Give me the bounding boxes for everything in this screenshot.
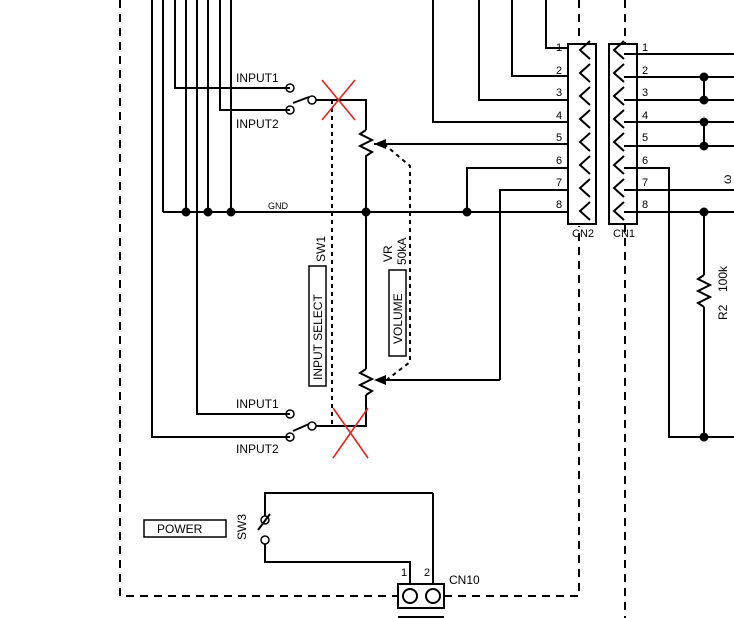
cn1-pin-4: 4 (642, 110, 648, 122)
sw3-power-switch: POWER SW3 (143, 492, 434, 586)
vr-ref-label: VR (381, 245, 395, 262)
sw3-ref-label: SW3 (235, 514, 249, 540)
sw1-ref-label: SW1 (314, 236, 328, 262)
cn2-pin-2: 2 (556, 65, 562, 77)
cn2-pin-5: 5 (556, 132, 562, 144)
sw1-top-input2-label: INPUT2 (236, 117, 279, 131)
sw1-function-label: INPUT SELECT (311, 294, 325, 380)
vr-value-label: 50kA (395, 238, 409, 265)
cn1-pin-6: 6 (642, 155, 648, 167)
sw3-function-label: POWER (157, 522, 203, 536)
cn2-wires (432, 0, 580, 380)
cn2-pin-7: 7 (556, 177, 562, 189)
vr-top-potentiometer (357, 129, 580, 212)
cn2-pin-8: 8 (556, 199, 562, 211)
red-annotation-marks (321, 79, 369, 459)
sw1-top-input1-label: INPUT1 (236, 71, 279, 85)
vr-bottom-potentiometer (357, 212, 500, 396)
cn2-pin-markers (578, 40, 591, 221)
cn2-pin-3: 3 (556, 87, 562, 99)
sw1-top-switch: INPUT1 INPUT2 (236, 71, 367, 131)
sw1-bottom-switch: INPUT1 INPUT2 (236, 395, 367, 456)
cn2-pin-1: 1 (556, 42, 562, 54)
cn1-pin-7: 7 (642, 177, 648, 189)
r2-ref-label: R2 (716, 304, 730, 320)
cn2-pin-4: 4 (556, 110, 562, 122)
gnd-label: GND (268, 201, 289, 211)
cn2-label: CN2 (572, 228, 594, 240)
red-cross-mark-top (321, 79, 356, 121)
cn1-wires (624, 53, 734, 442)
ground-bus: GND (163, 201, 575, 217)
vr-gang-link (383, 143, 411, 383)
cn10-connector: 1 2 CN10 (397, 567, 480, 618)
cn2-connector: 1 2 3 4 5 6 7 8 CN2 (556, 40, 597, 240)
cn1-pin-1: 1 (642, 42, 648, 54)
cn1-pin-8: 8 (642, 199, 648, 211)
cn10-pin-1: 1 (401, 567, 407, 579)
vr-labels: VR 50kA VOLUME (381, 238, 409, 357)
sw1-bottom-input2-label: INPUT2 (236, 442, 279, 456)
vr-function-label: VOLUME (391, 293, 405, 344)
cn1-pin-2: 2 (642, 65, 648, 77)
cn1-pin-3: 3 (642, 87, 648, 99)
cn1-label: CN1 (613, 228, 635, 240)
cn2-pin-6: 6 (556, 155, 562, 167)
cn10-label: CN10 (449, 573, 480, 587)
cropped-right-text: ω (720, 175, 734, 184)
sw1-bottom-input1-label: INPUT1 (236, 397, 279, 411)
red-cross-mark-bottom (332, 407, 369, 459)
cn1-connector: 1 2 3 4 5 6 7 8 CN1 (608, 40, 648, 240)
input-wires (151, 0, 290, 438)
cn1-pin-markers (612, 40, 625, 221)
r2-labels: R2 100k (716, 265, 730, 320)
sw1-labels: SW1 INPUT SELECT (308, 236, 328, 387)
r2-value-label: 100k (716, 265, 730, 292)
cn1-pin-5: 5 (642, 132, 648, 144)
cn10-pin-2: 2 (424, 567, 430, 579)
